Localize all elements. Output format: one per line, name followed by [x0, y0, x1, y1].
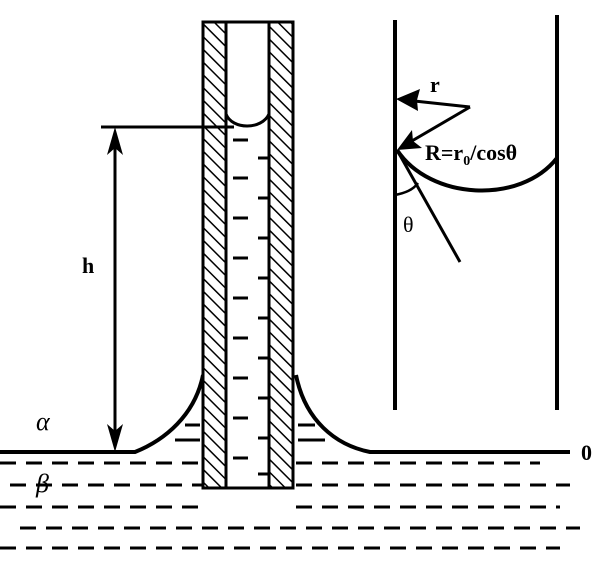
radius-R-arrow — [404, 105, 471, 147]
tube-meniscus — [224, 113, 271, 128]
radius-relation-suffix: /cosθ — [469, 140, 517, 165]
radius-r-label: r — [430, 72, 440, 97]
contact-angle-arc — [394, 182, 420, 197]
tube-liquid-dashes — [233, 138, 268, 476]
radius-relation-label: R=r0/cosθ — [425, 140, 517, 169]
reservoir-surface-left — [0, 374, 205, 454]
radius-relation-subscript: 0 — [463, 154, 470, 169]
contact-angle-label: θ — [403, 212, 414, 237]
radius-R-arrowhead — [397, 130, 422, 150]
height-arrow-bottom — [107, 424, 123, 452]
radius-r-arrowhead — [396, 89, 420, 111]
zero-level-label: 0 — [581, 440, 592, 465]
reservoir-surface-right — [294, 374, 570, 454]
tangent-line — [395, 149, 462, 263]
meniscus-liquid-dashes — [175, 423, 325, 442]
reservoir-liquid — [0, 461, 580, 550]
height-label: h — [82, 253, 94, 278]
tube-wall-right — [267, 20, 295, 490]
phase-beta-label: β — [35, 469, 49, 498]
radius-relation-prefix: R=r — [425, 140, 463, 165]
inset-meniscus — [395, 148, 559, 193]
height-arrow-top — [107, 127, 123, 155]
tube-wall-left — [201, 20, 228, 490]
phase-alpha-label: α — [36, 407, 51, 436]
